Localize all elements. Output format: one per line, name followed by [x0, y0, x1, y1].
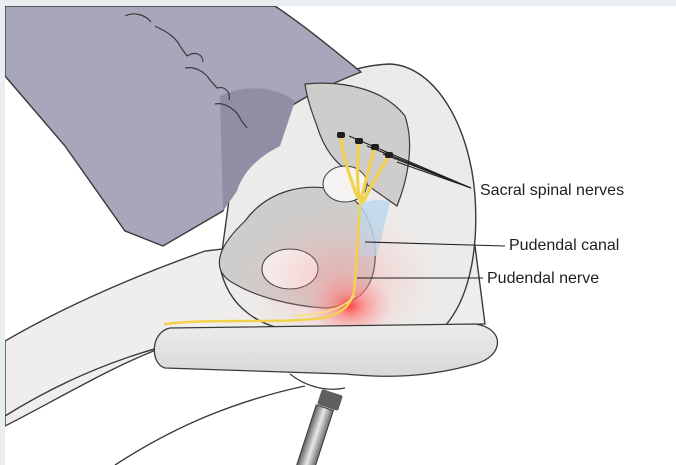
chair-seat	[154, 324, 497, 376]
label-sacral-spinal-nerves: Sacral spinal nerves	[480, 182, 624, 199]
diagram-canvas: Sacral spinal nerves Pudendal canal Pude…	[5, 6, 676, 465]
chair-post	[295, 389, 343, 465]
pudendal-anatomy-diagram: Sacral spinal nerves Pudendal canal Pude…	[5, 6, 676, 465]
label-pudendal-nerve: Pudendal nerve	[487, 270, 599, 287]
label-pudendal-canal: Pudendal canal	[509, 237, 619, 254]
